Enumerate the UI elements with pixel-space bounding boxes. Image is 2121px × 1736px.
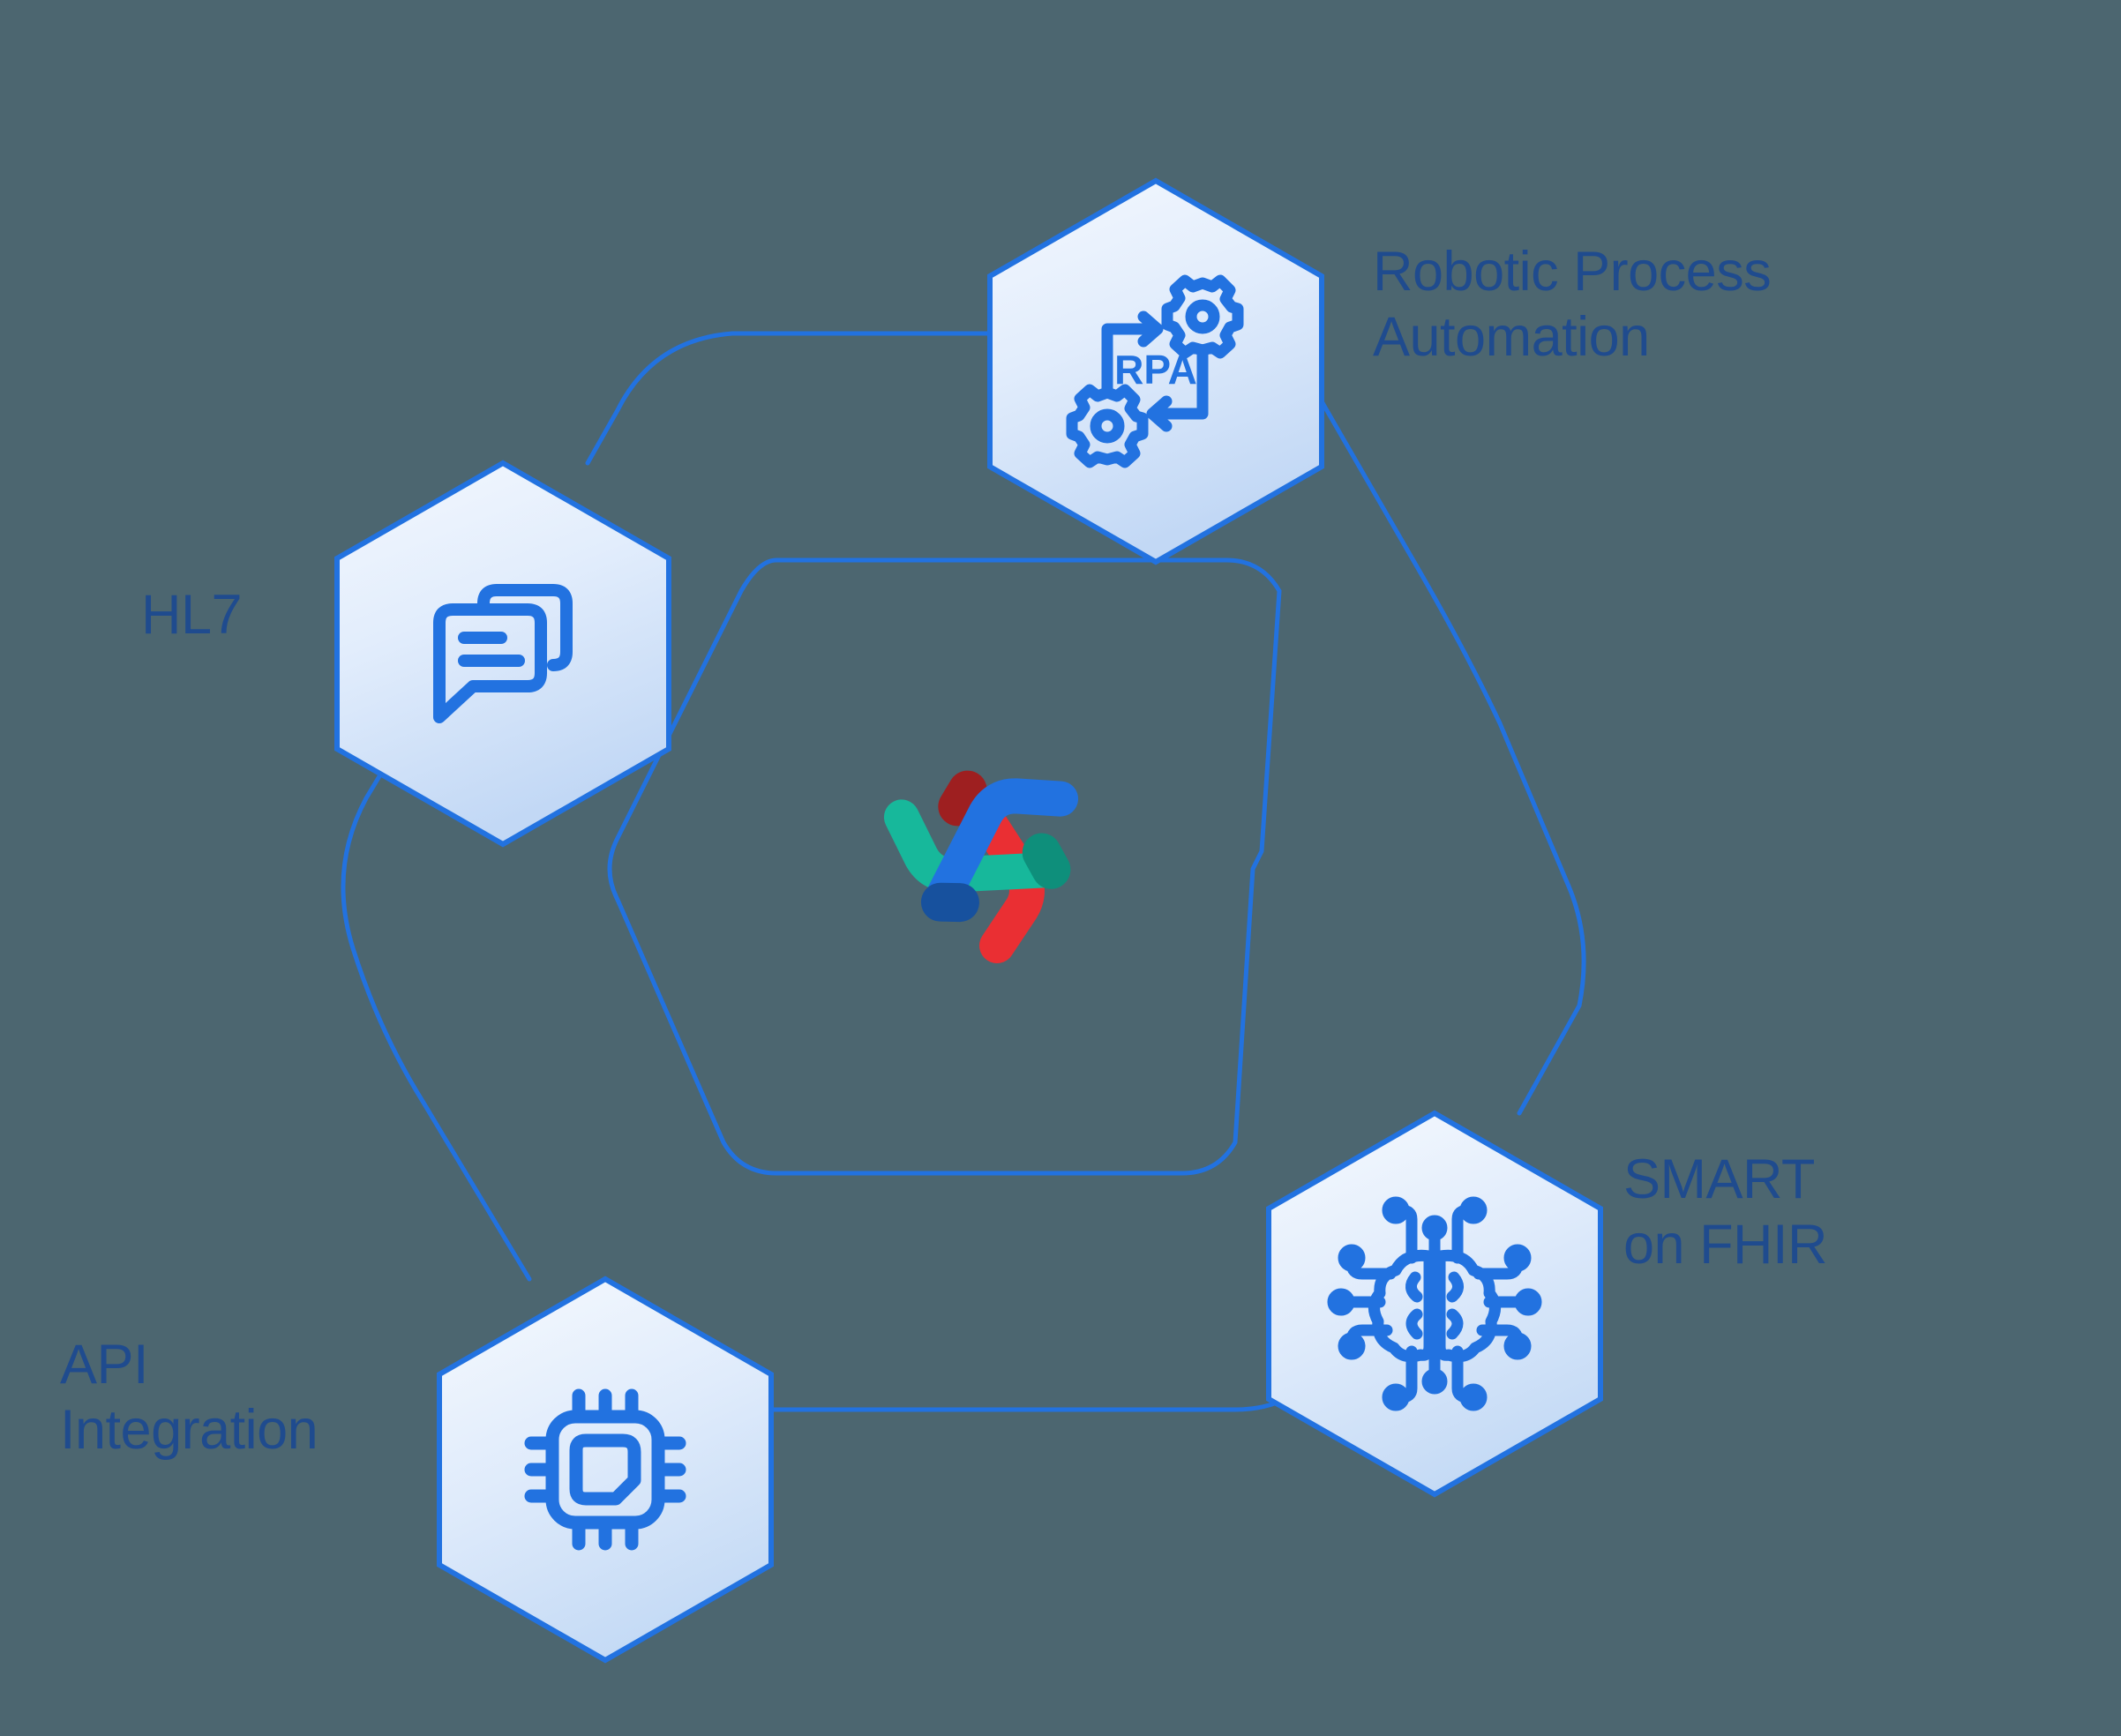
node-api-hexagon[interactable] bbox=[437, 1276, 774, 1664]
connector-rpa-to-smart bbox=[1319, 399, 1586, 1116]
inner-hexagon-outline bbox=[607, 557, 1282, 1176]
connector-hl7-to-api bbox=[341, 747, 532, 1282]
rpa-gears-cycle-icon: RPA bbox=[1066, 274, 1244, 468]
svg-text:RPA: RPA bbox=[1114, 347, 1197, 393]
ai-brain-circuit-icon bbox=[1327, 1196, 1542, 1411]
node-rpa[interactable]: RPA bbox=[987, 177, 1324, 565]
center-logo-triskelion bbox=[883, 770, 1079, 963]
node-api-integration[interactable] bbox=[437, 1276, 774, 1664]
node-hl7-hexagon[interactable] bbox=[334, 460, 671, 848]
node-hl7[interactable] bbox=[334, 460, 671, 848]
node-rpa-hexagon[interactable] bbox=[987, 177, 1324, 565]
microchip-cpu-icon bbox=[524, 1388, 686, 1551]
connector-hl7-to-rpa bbox=[585, 331, 993, 466]
chat-bubbles-icon bbox=[433, 584, 573, 723]
connector-api-to-smart bbox=[768, 1316, 1353, 1412]
node-smart-on-fhir[interactable] bbox=[1266, 1110, 1603, 1498]
